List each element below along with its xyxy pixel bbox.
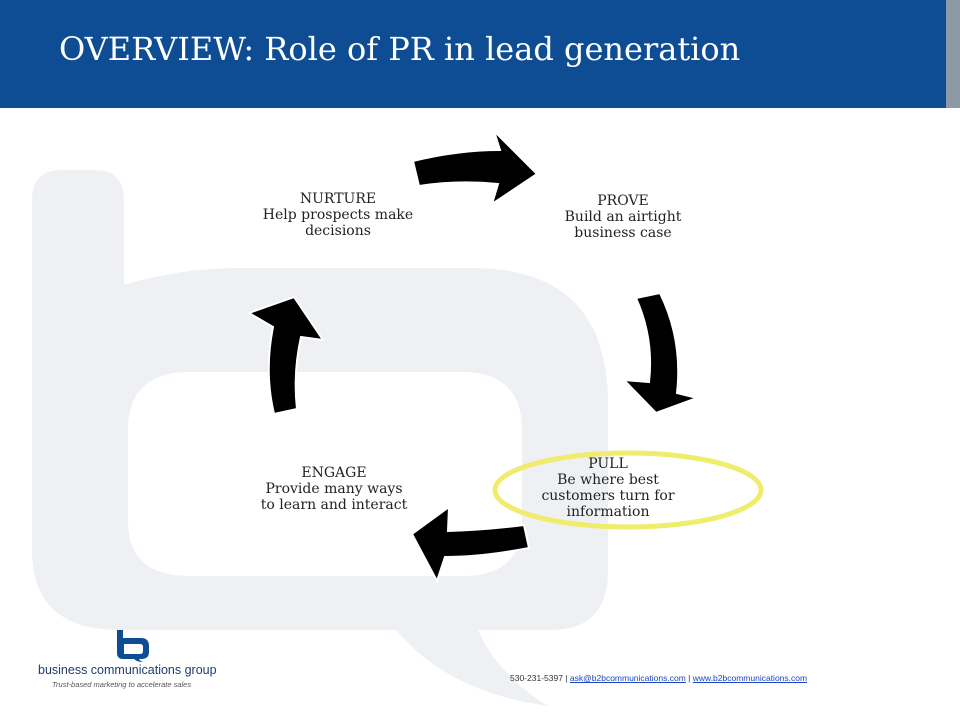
stage-engage: ENGAGE Provide many ways to learn and in… [234, 465, 434, 513]
stage-line: decisions [305, 223, 371, 239]
cycle-arrow-icon [246, 295, 326, 416]
stage-line: Provide many ways [265, 481, 403, 497]
b-logo-icon [117, 630, 149, 662]
title-bar-edge [946, 0, 960, 108]
stage-line: Build an airtight [564, 209, 682, 225]
title-bar [0, 0, 946, 108]
stage-line: to learn and interact [260, 497, 408, 513]
stage-pull: PULL Be where best customers turn for in… [518, 456, 698, 520]
cycle-arrow-icon [411, 130, 539, 207]
cycle-arrow-icon [621, 291, 701, 415]
slide-title: OVERVIEW: Role of PR in lead generation [59, 30, 741, 68]
company-name: business communications group [38, 663, 217, 677]
stage-line: Help prospects make [262, 207, 414, 223]
stage-line: customers turn for [541, 488, 675, 504]
company-tagline: Trust-based marketing to accelerate sale… [52, 680, 192, 689]
contact-separator: | [688, 673, 691, 683]
stage-name: NURTURE [299, 191, 377, 207]
phone-number: 530-231-5397 [510, 673, 563, 683]
yellow-ellipse [492, 450, 764, 530]
website-link[interactable]: www.b2bcommunications.com [692, 673, 808, 683]
email-link[interactable]: ask@b2bcommunications.com [569, 673, 686, 683]
contact-line: 530-231-5397 | ask@b2bcommunications.com… [510, 673, 807, 683]
contact-separator: | [565, 673, 568, 683]
stage-prove: PROVE Build an airtight business case [533, 193, 713, 241]
cycle-arrow-icon [410, 504, 531, 584]
stage-nurture: NURTURE Help prospects make decisions [238, 191, 438, 239]
stage-name: PULL [588, 456, 628, 472]
stage-line: business case [574, 225, 672, 241]
stage-line: Be where best [557, 472, 659, 488]
stage-name: PROVE [597, 193, 649, 209]
stage-line: information [566, 504, 650, 520]
stage-name: ENGAGE [301, 465, 367, 481]
company-logo: business communications group Trust-base… [38, 628, 238, 698]
